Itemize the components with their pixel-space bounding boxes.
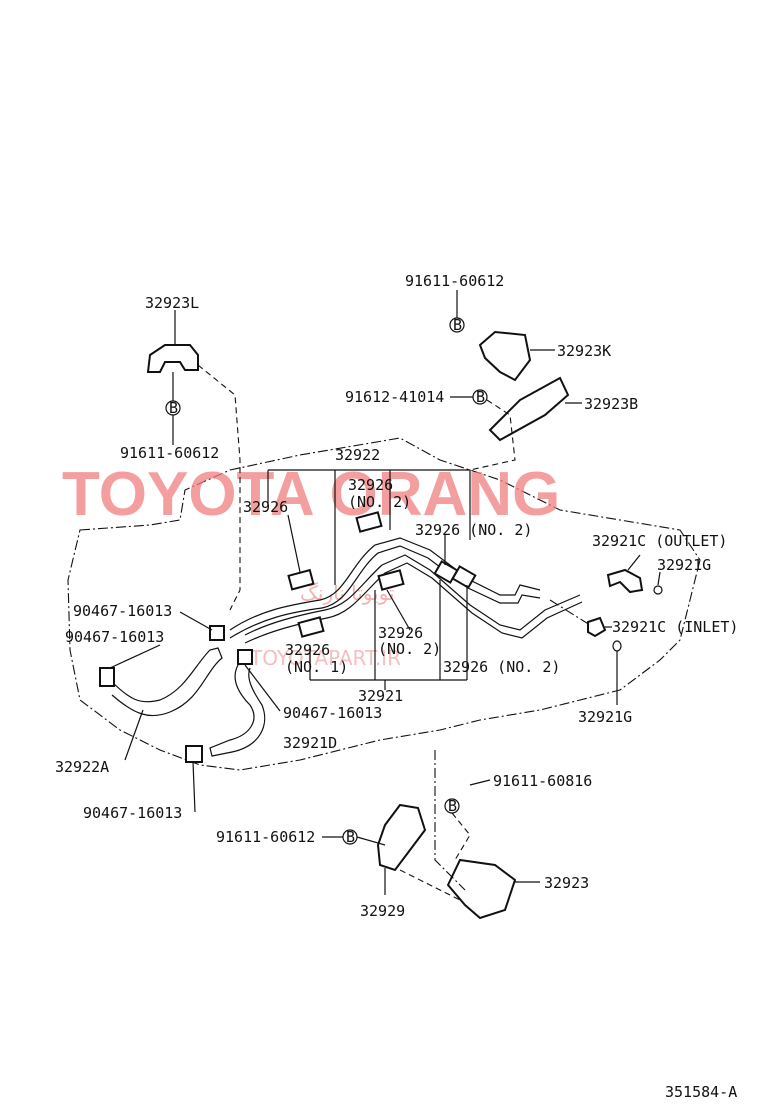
grommet-32926: [287, 568, 315, 591]
hose-32921D: [209, 664, 266, 757]
bracket-32929: [376, 803, 427, 872]
grommet-32926-no2: [355, 511, 383, 533]
diagram-id: 351584-A: [665, 1083, 737, 1101]
fitting-32921C-inlet: [587, 616, 607, 638]
label-32929: 32929: [360, 902, 405, 920]
plug-32921G: [653, 585, 663, 595]
label-90467-16013-d: 90467-16013: [83, 804, 182, 822]
label-32926-a: 32926: [243, 498, 288, 516]
label-91611-60612-top: 91611-60612: [405, 272, 504, 290]
label-32921G-top: 32921G: [657, 556, 711, 574]
label-90467-16013-c: 90467-16013: [283, 704, 382, 722]
label-32923: 32923: [544, 874, 589, 892]
label-32922: 32922: [335, 446, 380, 464]
label-32923B: 32923B: [584, 395, 638, 413]
clamp-90467-a: [209, 625, 225, 641]
label-32921: 32921: [358, 687, 403, 705]
plug-32921G-inlet: [612, 640, 622, 652]
label-32921C-outlet: 32921C (OUTLET): [592, 532, 727, 550]
label-32921C-inlet: 32921C (INLET): [612, 618, 738, 636]
cooler-pipe-lower: [244, 554, 581, 636]
grommet-32926-no1: [297, 616, 325, 638]
svg-text:B: B: [453, 316, 462, 334]
hose-32922A: [109, 647, 223, 717]
cooler-pipe-lower-2: [244, 562, 583, 644]
label-32926-no2-low: 32926 (NO. 2): [443, 658, 560, 676]
transmission-outline: [67, 437, 701, 771]
label-32922A: 32922A: [55, 758, 109, 776]
label-no1: (NO. 1): [285, 658, 348, 676]
cooler-pipe-upper: [229, 537, 541, 631]
label-32923K: 32923K: [557, 342, 611, 360]
label-32921G-bottom: 32921G: [578, 708, 632, 726]
clamp-90467-c: [237, 649, 253, 665]
label-32921D: 32921D: [283, 734, 337, 752]
bracket-32923B: [488, 376, 570, 442]
grommet-32926-no2-low: [451, 565, 477, 589]
label-90467-16013-b: 90467-16013: [65, 628, 164, 646]
bracket-32923K: [478, 330, 532, 382]
svg-text:B: B: [448, 797, 457, 815]
label-91611-60612-bottom: 91611-60612: [216, 828, 315, 846]
bracket-32923L: [146, 344, 199, 373]
clamp-90467-d: [185, 745, 203, 763]
watermark-subtext: TOYOTAPART.IR: [249, 646, 401, 670]
label-32926-no2-mid: 32926: [378, 624, 423, 642]
bracket-32923: [446, 858, 517, 920]
label-32926-no2-top: 32926: [348, 476, 393, 494]
watermark-text: TOYOTA ORANG: [62, 460, 560, 529]
label-no2-mid: (NO. 2): [378, 640, 441, 658]
clamp-90467-b: [99, 667, 115, 687]
fitting-32921C-outlet: [606, 568, 644, 594]
label-91612-41014: 91612-41014: [345, 388, 444, 406]
label-32926-no1: 32926: [285, 641, 330, 659]
label-no2-top: (NO. 2): [348, 493, 411, 511]
label-91611-60612-left: 91611-60612: [120, 444, 219, 462]
svg-text:B: B: [476, 388, 485, 406]
label-32923L: 32923L: [145, 294, 199, 312]
cooler-pipe-upper-2: [229, 545, 541, 639]
label-91611-60816: 91611-60816: [493, 772, 592, 790]
bolt-icon: [449, 317, 465, 333]
label-32926-no2-right: 32926 (NO. 2): [415, 521, 532, 539]
svg-text:B: B: [169, 399, 178, 417]
svg-text:B: B: [346, 828, 355, 846]
grommet-32926-no2-mid: [377, 569, 405, 591]
label-90467-16013-a: 90467-16013: [73, 602, 172, 620]
